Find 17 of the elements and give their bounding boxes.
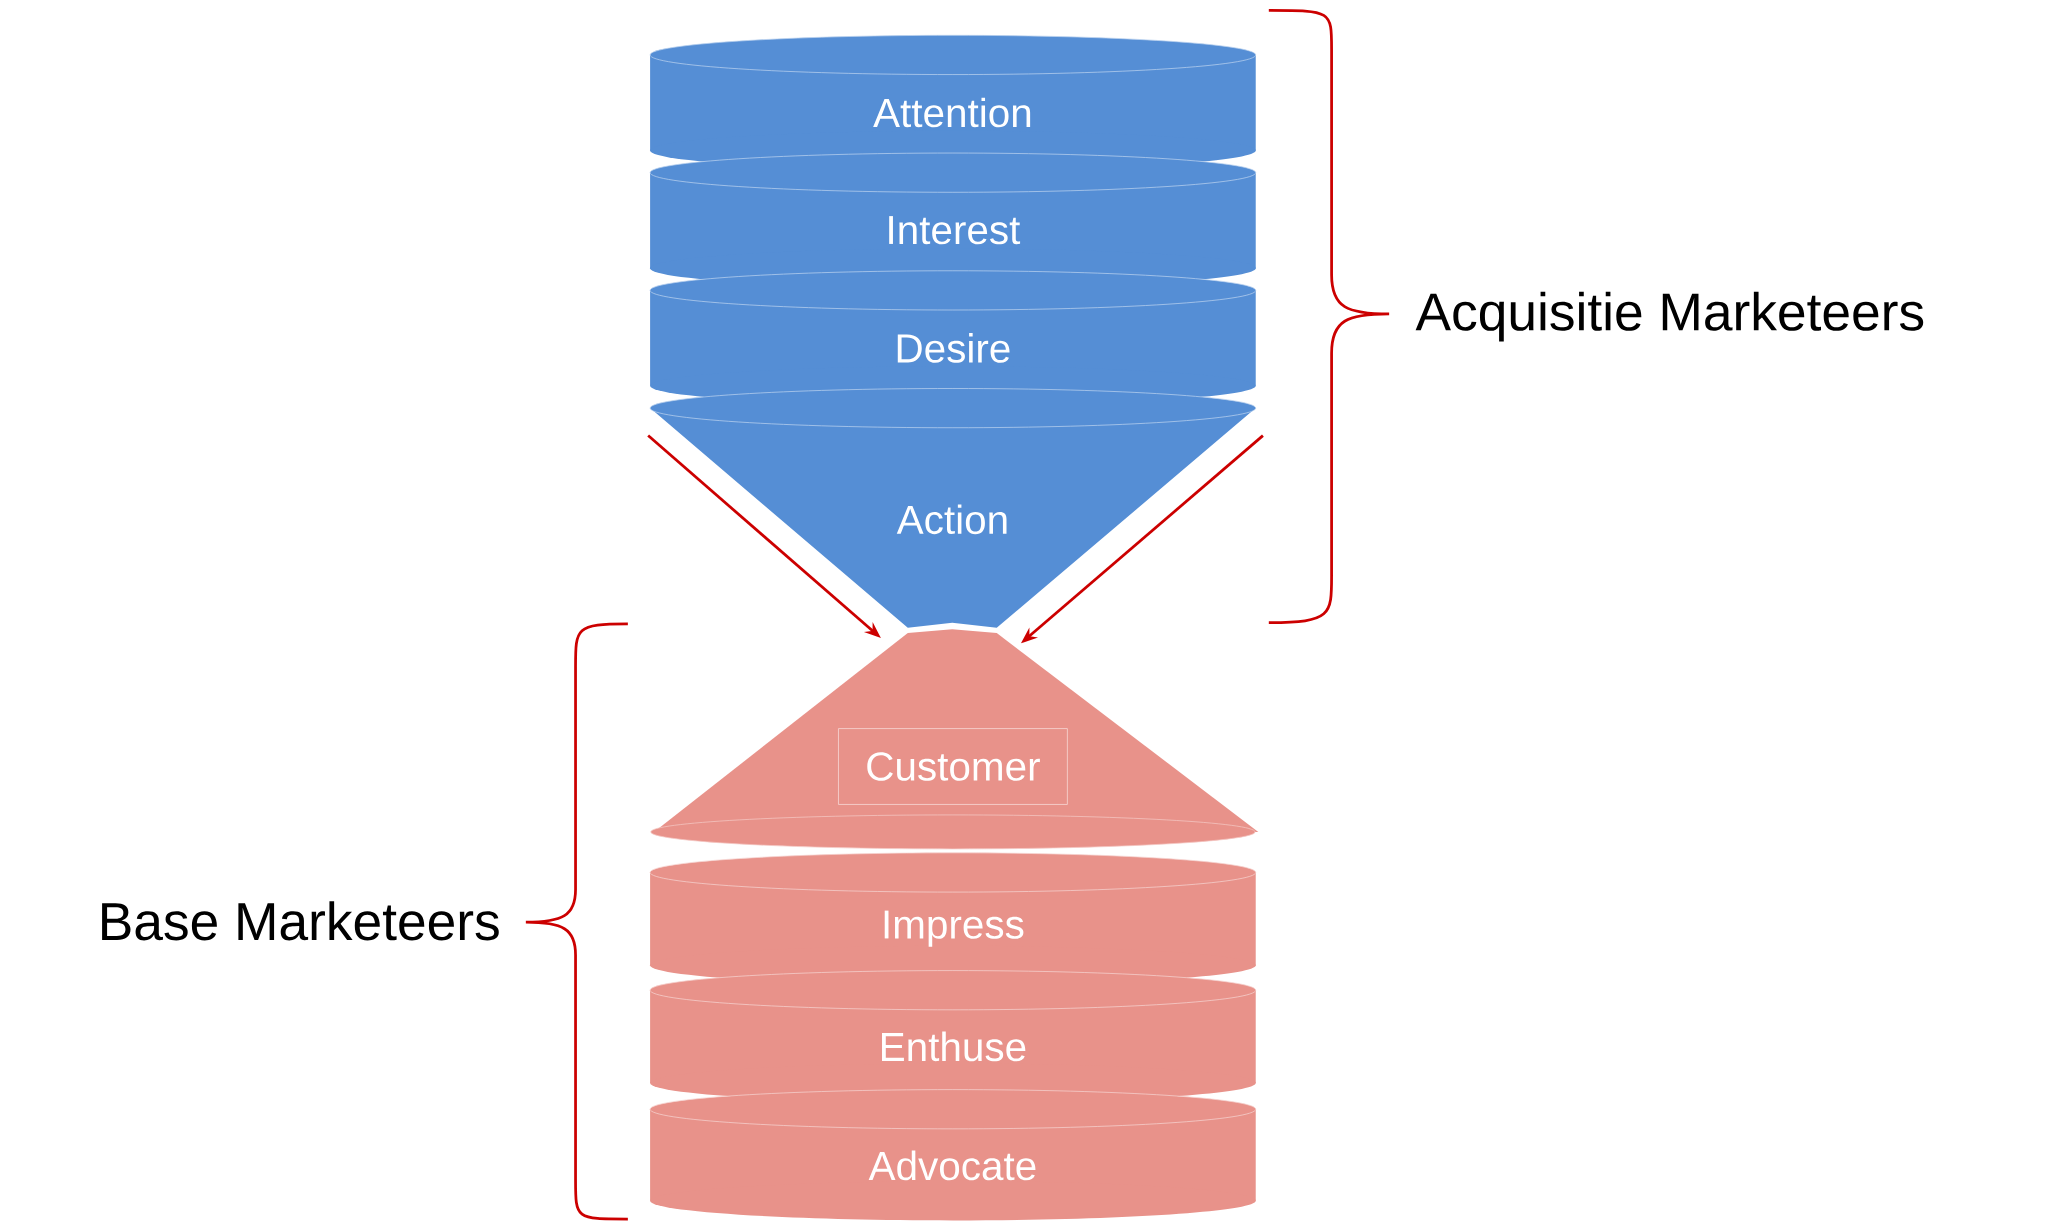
cylinder: Enthuse	[649, 970, 1257, 1103]
cylinder: Advocate	[649, 1089, 1257, 1221]
node-label: Advocate	[868, 1150, 1036, 1181]
node-label: Interest	[889, 216, 1021, 245]
label-box: Customer	[838, 728, 1068, 805]
node-label: Impress	[884, 910, 1024, 947]
cylinder: Impress	[649, 852, 1257, 986]
bracket-label: Acquisitie Marketeers	[1415, 291, 1924, 342]
node-label: Desire	[897, 333, 1010, 363]
node-label: Action	[896, 504, 1007, 535]
cylinder: Desire	[649, 270, 1257, 406]
cone	[650, 629, 1259, 850]
bracket-label: Base Marketeers	[102, 901, 499, 941]
node-label: Attention	[873, 97, 1031, 128]
node-label: Enthuse	[882, 1031, 1026, 1062]
cylinder: Interest	[649, 152, 1257, 288]
funnel-cone: Action	[649, 388, 1257, 628]
